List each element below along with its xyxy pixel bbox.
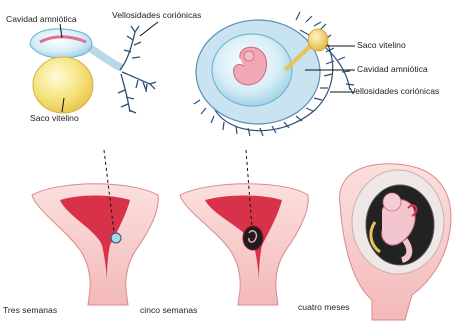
uterus-four-months: [340, 164, 451, 320]
label-amniotic-cavity-top: Cavidad amniótica: [6, 14, 77, 24]
chorionic-villi-small: [118, 26, 156, 113]
uterus-five-weeks: [180, 184, 308, 305]
chorion-embryo-illustration: [194, 12, 354, 136]
label-chorionic-villi-right: Vellosidades coriónicas: [350, 86, 439, 96]
caption-four-months: cuatro meses: [298, 302, 350, 312]
caption-five-weeks: cinco semanas: [140, 305, 197, 315]
early-embryo-illustration: [30, 26, 156, 113]
label-yolk-sac-left: Saco vitelino: [30, 113, 79, 123]
uterus-three-weeks: [32, 184, 158, 305]
label-yolk-sac-right: Saco vitelino: [357, 40, 406, 50]
label-chorionic-villi-top: Vellosidades coriónicas: [112, 10, 201, 20]
caption-three-weeks: Tres semanas: [3, 305, 57, 315]
label-amniotic-cavity-right: Cavidad amniótica: [357, 64, 428, 74]
